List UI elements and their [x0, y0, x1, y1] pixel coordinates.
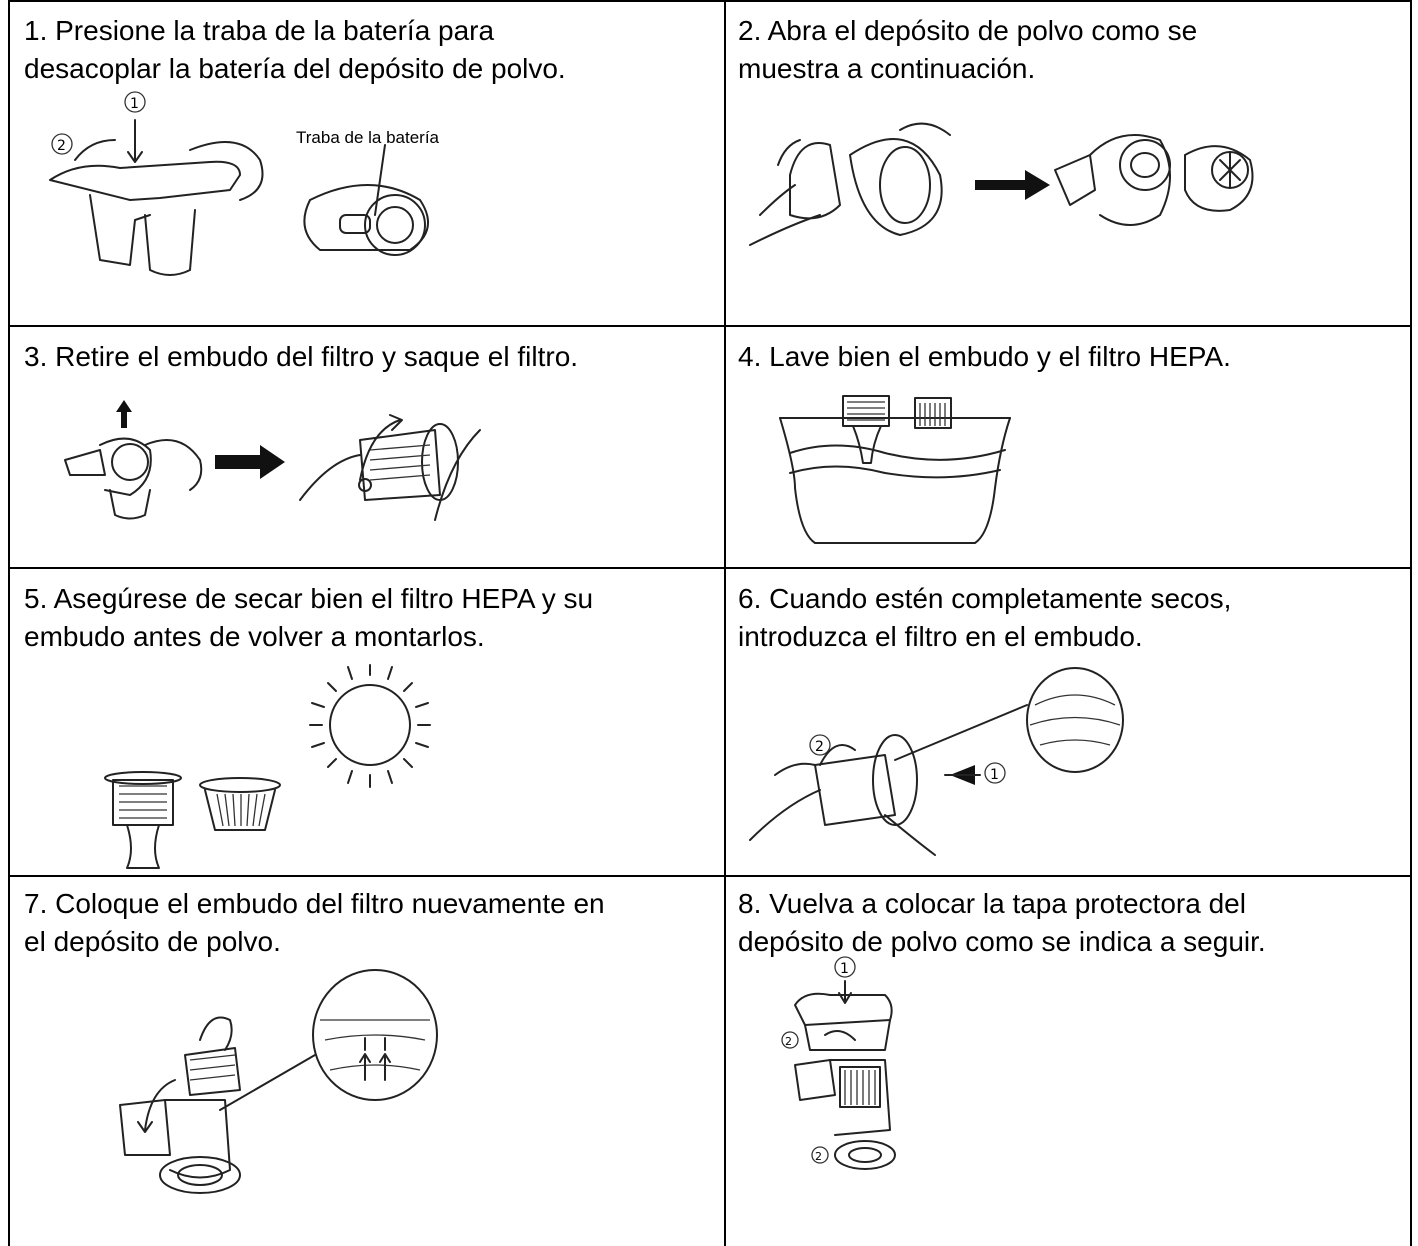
- svg-text:1: 1: [840, 961, 849, 977]
- row-divider-3: [8, 875, 1412, 877]
- svg-text:2: 2: [785, 1035, 792, 1048]
- step-7-text: 7. Coloque el embudo del filtro nuevamen…: [24, 888, 605, 957]
- step-6-illustration: 2 1: [749, 667, 1124, 856]
- battery-lock-label: Traba de la batería: [296, 128, 440, 147]
- svg-text:2: 2: [57, 138, 66, 154]
- svg-text:2: 2: [815, 739, 824, 755]
- step-8-text: 8. Vuelva a colocar la tapa protectora d…: [738, 888, 1266, 957]
- step-4-illustration: [779, 395, 1011, 544]
- svg-text:1: 1: [130, 96, 139, 112]
- svg-text:2: 2: [815, 1150, 822, 1163]
- step-3-illustration: [64, 400, 481, 521]
- svg-text:1: 1: [990, 767, 999, 783]
- row-divider-1: [8, 325, 1412, 327]
- step-3-text: 3. Retire el embudo del filtro y saque e…: [24, 341, 579, 372]
- step-2-illustration: [749, 122, 1254, 246]
- instruction-table: [8, 0, 1412, 1246]
- step-7-illustration: [119, 969, 438, 1194]
- column-divider: [724, 0, 726, 1246]
- row-divider-top: [8, 0, 1412, 2]
- step-5-text: 5. Asegúrese de secar bien el filtro HEP…: [24, 583, 594, 652]
- step-8-illustration: 1 2 2: [781, 956, 896, 1170]
- step-1-illustration: 1 2: [49, 91, 429, 276]
- step-4-text: 4. Lave bien el embudo y el filtro HEPA.: [738, 341, 1231, 372]
- step-5-filters: [104, 771, 281, 869]
- step-6-text: 6. Cuando estén completamente secos,intr…: [738, 583, 1232, 652]
- row-divider-2: [8, 567, 1412, 569]
- sun-illustration: [309, 664, 431, 788]
